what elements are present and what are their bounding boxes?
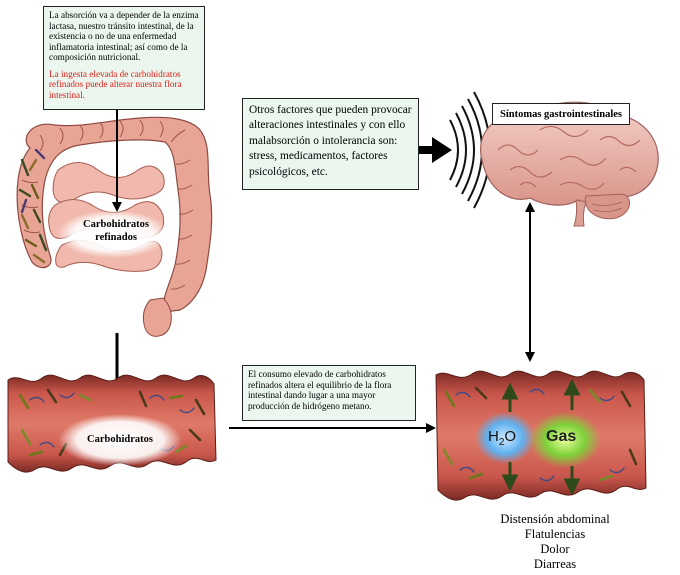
symptom-item: Dolor [540, 542, 570, 556]
symptom-item: Distensión abdominal [500, 512, 610, 526]
refined-carbs-line-1: Carbohidratos [83, 219, 149, 230]
intestine-illustration [16, 116, 213, 337]
info-box-other-factors: Otros factores que pueden provocar alter… [242, 98, 419, 190]
symptoms-list: Distensión abdominal Flatulencias Dolor … [480, 512, 630, 572]
symptoms-title-box: Síntomas gastrointestinales [492, 103, 630, 125]
tissue-section-left [7, 374, 217, 473]
warning-text: La ingesta elevada de carbohidratos refi… [49, 68, 182, 101]
h2o-o: O [504, 428, 517, 445]
h2o-label: H2O [488, 428, 516, 448]
absorption-text: La absorción va a depender de la enzima … [49, 10, 199, 63]
brain-illustration [480, 101, 659, 227]
consumption-text: El consumo elevado de carbohidratos refi… [248, 369, 392, 411]
refined-carbs-line-2: refinados [95, 232, 137, 244]
refined-carbs-label: Carbohidratos refinados [66, 218, 166, 244]
carbs-label: Carbohidratos [87, 434, 153, 445]
tissue-section-right [435, 370, 647, 501]
symptoms-title: Síntomas gastrointestinales [499, 108, 623, 120]
gas-label: Gas [546, 428, 577, 445]
h2o-sub: 2 [498, 437, 505, 448]
other-factors-text: Otros factores que pueden provocar alter… [249, 104, 412, 178]
symptom-item: Diarreas [533, 557, 577, 571]
info-box-consumption: El consumo elevado de carbohidratos refi… [242, 365, 416, 421]
info-box-absorption: La absorción va a depender de la enzima … [43, 6, 205, 110]
h2o-h: H [488, 428, 499, 445]
symptom-item: Flatulencias [524, 527, 586, 541]
signal-arrow [408, 91, 491, 209]
